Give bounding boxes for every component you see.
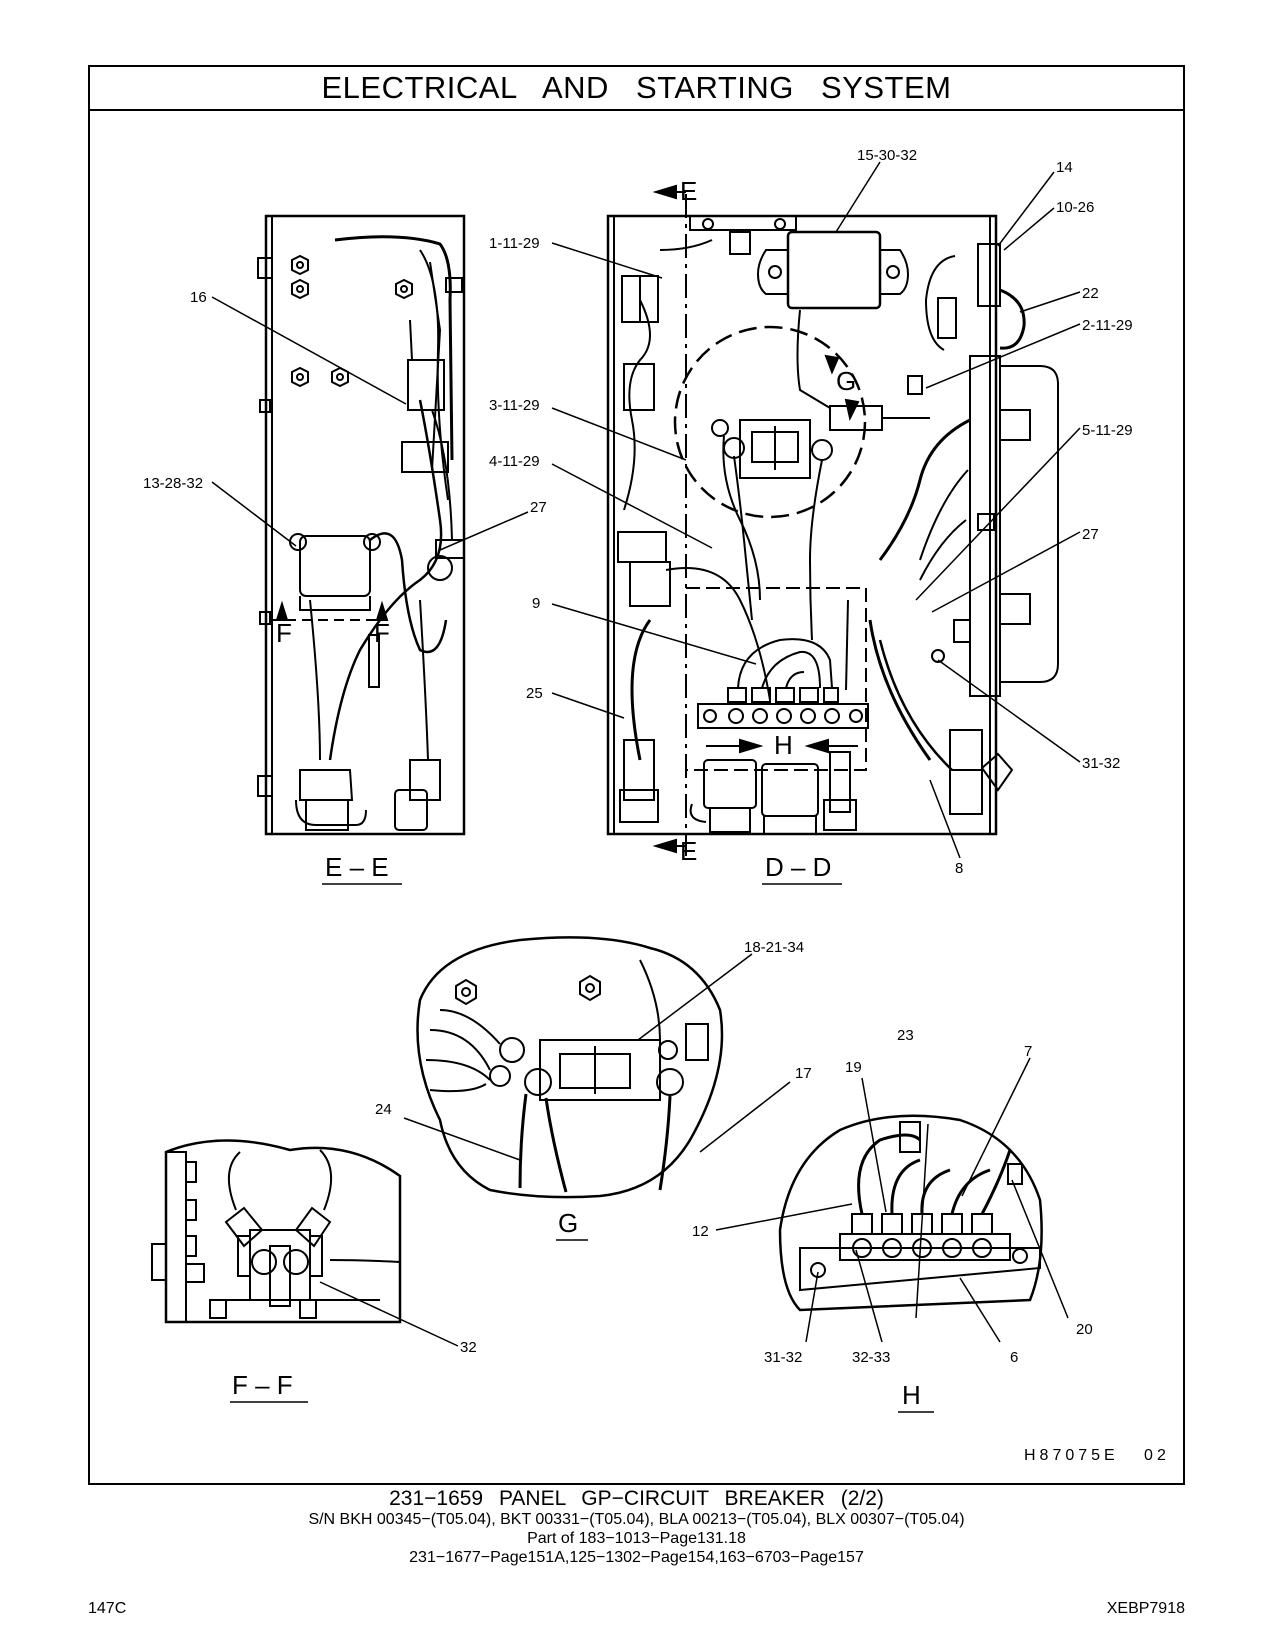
view-title-h: H xyxy=(902,1380,921,1410)
callout-32-ff: 32 xyxy=(460,1339,477,1356)
view-title-ff: F – F xyxy=(232,1370,293,1400)
callout-2-11-29: 2-11-29 xyxy=(1082,317,1133,334)
section-mark-e-bottom: E xyxy=(680,836,697,866)
callout-20: 20 xyxy=(1076,1321,1093,1338)
view-dd-drawing xyxy=(606,184,1059,856)
callout-15-30-32: 15-30-32 xyxy=(857,147,917,164)
callout-31-32-dd: 31-32 xyxy=(1082,755,1120,772)
caption-serial-numbers: S/N BKH 00345−(T05.04), BKT 00331−(T05.0… xyxy=(308,1511,965,1528)
detail-h-drawing xyxy=(778,1114,1043,1312)
callout-10-26: 10-26 xyxy=(1056,199,1094,216)
callout-labels: 16 13-28-32 27 1-11-29 3-11-29 4-11-29 9… xyxy=(143,147,1170,1464)
callout-13-28-32: 13-28-32 xyxy=(143,475,203,492)
callout-25: 25 xyxy=(526,685,543,702)
callout-1-11-29: 1-11-29 xyxy=(489,235,540,252)
diagram-frame xyxy=(88,65,1185,1485)
callout-7: 7 xyxy=(1024,1043,1032,1060)
caption-page-refs: 231−1677−Page151A,125−1302−Page154,163−6… xyxy=(409,1549,864,1566)
callout-22: 22 xyxy=(1082,285,1099,302)
callout-3-11-29: 3-11-29 xyxy=(489,397,540,414)
callout-5-11-29: 5-11-29 xyxy=(1082,422,1133,439)
callout-8: 8 xyxy=(955,860,963,877)
callout-19: 19 xyxy=(845,1059,862,1076)
callout-17: 17 xyxy=(795,1065,812,1082)
callout-18-21-34: 18-21-34 xyxy=(744,939,804,956)
page-number: 147C xyxy=(88,1600,127,1617)
view-ee-drawing xyxy=(257,214,466,836)
callout-16: 16 xyxy=(190,289,207,306)
section-mark-f-left: F xyxy=(276,618,292,648)
document-id: XEBP7918 xyxy=(1106,1600,1185,1617)
detail-g-drawing xyxy=(416,936,724,1199)
callout-24: 24 xyxy=(375,1101,392,1118)
page-title: ELECTRICAL AND STARTING SYSTEM xyxy=(88,65,1185,111)
callout-12: 12 xyxy=(692,1223,709,1240)
view-title-underlines xyxy=(230,883,934,1413)
section-mark-h: H xyxy=(774,730,793,760)
callout-23: 23 xyxy=(897,1027,914,1044)
callout-9: 9 xyxy=(532,595,540,612)
callout-14: 14 xyxy=(1056,159,1073,176)
view-title-ee: E – E xyxy=(325,852,389,882)
section-mark-f-right: F xyxy=(374,618,390,648)
callout-27-ee: 27 xyxy=(530,499,547,516)
callout-4-11-29: 4-11-29 xyxy=(489,453,540,470)
caption-part-of: Part of 183−1013−Page131.18 xyxy=(527,1530,746,1547)
view-title-dd: D – D xyxy=(765,852,831,882)
detail-ff-drawing xyxy=(151,1139,402,1324)
section-mark-g: G xyxy=(836,366,856,396)
view-title-g: G xyxy=(558,1208,578,1238)
caption-title: 231−1659 PANEL GP−CIRCUIT BREAKER (2/2) xyxy=(389,1487,884,1510)
callout-leaders xyxy=(211,161,1081,1347)
callout-27-dd: 27 xyxy=(1082,526,1099,543)
drawing-id: H87075E 02 xyxy=(1024,1447,1170,1464)
callout-6: 6 xyxy=(1010,1349,1018,1366)
callout-31-32-h: 31-32 xyxy=(764,1349,802,1366)
callout-32-33: 32-33 xyxy=(852,1349,890,1366)
section-mark-e-top: E xyxy=(680,176,697,206)
